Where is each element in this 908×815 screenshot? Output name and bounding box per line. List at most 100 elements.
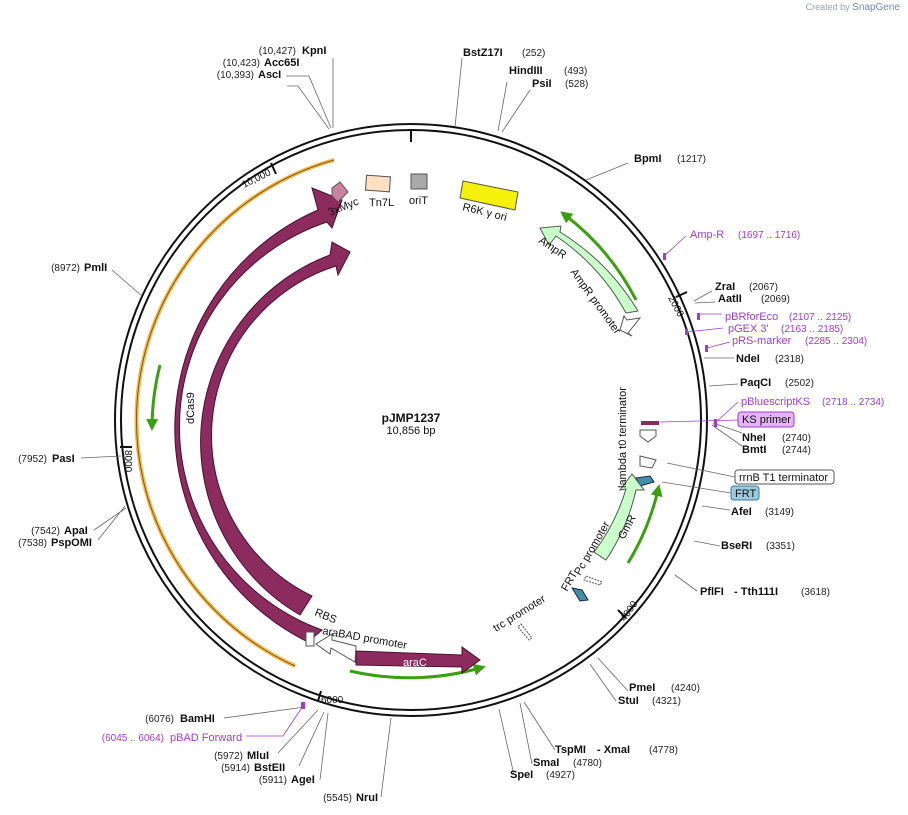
boxed-label-text: KS primer: [742, 414, 791, 426]
enzyme-name: PspOMI: [51, 537, 92, 549]
enzyme-psii: PsiI (528): [532, 78, 588, 90]
enzyme-pos: (10,393): [217, 70, 254, 81]
3xmyc-feature: [331, 181, 349, 203]
enzyme-pos: (252): [522, 48, 545, 59]
enzyme-pos: (2069): [761, 294, 790, 305]
enzyme-bmti: BmtI (2744): [742, 444, 811, 456]
feature-label-rbs: RBS: [313, 607, 338, 627]
boxed-label-ks-primer: KS primer: [659, 411, 795, 428]
enzyme-pos: (4780): [573, 758, 602, 769]
enzyme-pos: (5545): [323, 793, 352, 804]
enzyme-ndei: NdeI (2318): [736, 353, 804, 365]
enzyme-name: AfeI: [731, 506, 752, 518]
enzyme-leaders: [80, 57, 743, 798]
enzyme-pos: (10,427): [259, 46, 296, 57]
enzyme-aatii: AatII (2069): [718, 293, 790, 305]
cas9-cds: [200, 241, 351, 616]
primer-pos: (6045 .. 6064): [102, 733, 164, 744]
orf-green-left: [146, 364, 162, 431]
enzyme-pmli: (8972) PmlI: [51, 262, 107, 274]
lambda-t0-small: [641, 421, 659, 425]
primer-marks: [301, 253, 717, 709]
orf-orange-arc-core: [135, 159, 335, 667]
primer-name: pBAD Forward: [170, 732, 242, 744]
primer-prs-marker: pRS-marker (2285 .. 2304): [732, 335, 867, 347]
feature-label-lambda-t0: lambda t0 terminator: [617, 387, 629, 488]
primer-leaders: [246, 235, 739, 737]
primer-pbad-forward: (6045 .. 6064) pBAD Forward: [102, 732, 242, 744]
enzyme-pos: (2067): [749, 282, 778, 293]
enzyme-name: KpnI: [302, 45, 326, 57]
enzyme-pos: (7542): [31, 526, 60, 537]
enzyme-name: AatII: [718, 293, 742, 305]
dcas9-cds: [174, 187, 343, 643]
enzyme-pos: (7538): [18, 538, 47, 549]
enzyme-asci: (10,393) AscI: [217, 69, 282, 81]
ring-tick-label: 2000: [665, 294, 685, 319]
orf-green-gmr: [626, 484, 663, 564]
enzyme-nhei: NheI (2740): [742, 432, 811, 444]
enzyme-name: PsiI: [532, 78, 552, 90]
boxed-label-rrnb: rrnB T1 terminator: [666, 462, 835, 485]
orf-green-ampr: [560, 211, 638, 301]
feature-label-arac: araC: [403, 657, 427, 669]
enzyme-kpni: (10,427) KpnI: [259, 45, 327, 57]
primer-pos: (2718 .. 2734): [822, 397, 884, 408]
feature-label-cas9: Cas9: [222, 401, 235, 428]
enzyme-stui: StuI (4321): [618, 695, 681, 707]
primer-amp-r: Amp-R (1697 .. 1716): [690, 229, 800, 241]
enzyme-mlui: (5972) MluI: [214, 750, 269, 762]
enzyme-pasi: (7952) PasI: [18, 453, 75, 465]
boxed-label-frt: FRT: [661, 481, 760, 501]
enzyme-zrai: ZraI (2067): [715, 281, 778, 293]
enzyme-name: BseRI: [721, 540, 752, 552]
enzyme-name: Acc65I: [264, 57, 299, 69]
plasmid-name: pJMP1237: [382, 411, 441, 425]
enzyme-pos: (4321): [652, 696, 681, 707]
ampr-promoter-feature: [619, 314, 642, 337]
enzyme-name: BstEII: [254, 762, 285, 774]
enzyme-name: BmtI: [742, 444, 766, 456]
enzyme-paqci: PaqCI (2502): [740, 377, 814, 389]
ampr-feature: [539, 225, 639, 314]
enzyme-hindiii: HindIII (493): [509, 65, 587, 77]
frt-feature: [570, 587, 589, 602]
primer-name: pBRforEco: [725, 311, 778, 323]
enzyme-name: StuI: [618, 695, 639, 707]
enzyme-name: PflFI: [700, 586, 724, 598]
enzyme-name: ZraI: [715, 281, 735, 293]
enzyme-name: PasI: [52, 453, 75, 465]
enzyme-nrui: (5545) NruI: [323, 792, 378, 804]
enzyme-spei: SpeI (4927): [510, 769, 575, 781]
ring-tick-6000: 6000: [317, 690, 344, 706]
enzyme-pos: (2318): [775, 354, 804, 365]
enzyme-smai: SmaI (4780): [533, 757, 602, 769]
primer-pgex3: pGEX 3' (2163 .. 2185): [728, 323, 843, 335]
enzyme-pos: (10,423): [223, 58, 260, 69]
ring-tick-label: 8000: [122, 450, 133, 473]
enzyme-pos: (7952): [18, 454, 47, 465]
enzyme-apai: (7542) ApaI: [31, 525, 88, 537]
feature-label-dcas9: dCas9: [185, 392, 197, 424]
enzyme-pos: (8972): [51, 263, 80, 274]
primer-pbrforeco: pBRforEco (2107 .. 2125): [725, 311, 851, 323]
enzyme-pspomi: (7538) PspOMI: [18, 537, 92, 549]
primer-name: Amp-R: [690, 229, 724, 241]
rrnb-t1-terminator: [639, 455, 657, 469]
enzyme-acc65i: (10,423) Acc65I: [223, 57, 300, 69]
enzyme-name: ApaI: [64, 525, 88, 537]
primer-pos: (1697 .. 1716): [738, 230, 800, 241]
enzyme-name: PaqCI: [740, 377, 771, 389]
enzyme-name-alt: - Tth111I: [734, 586, 778, 598]
enzyme-name: NruI: [356, 792, 378, 804]
enzyme-pos: (2502): [785, 378, 814, 389]
orf-orange-arc: [134, 158, 335, 668]
enzyme-name: SpeI: [510, 769, 533, 781]
enzyme-pos: (6076): [145, 714, 174, 725]
enzyme-name: BpmI: [634, 153, 662, 165]
primer-name: pRS-marker: [732, 335, 792, 347]
boxed-label-text: rrnB T1 terminator: [739, 472, 828, 484]
enzyme-pos: (3149): [765, 507, 794, 518]
enzyme-pos: (4240): [671, 683, 700, 694]
enzyme-tspmi: TspMI - XmaI (4778): [555, 744, 678, 756]
